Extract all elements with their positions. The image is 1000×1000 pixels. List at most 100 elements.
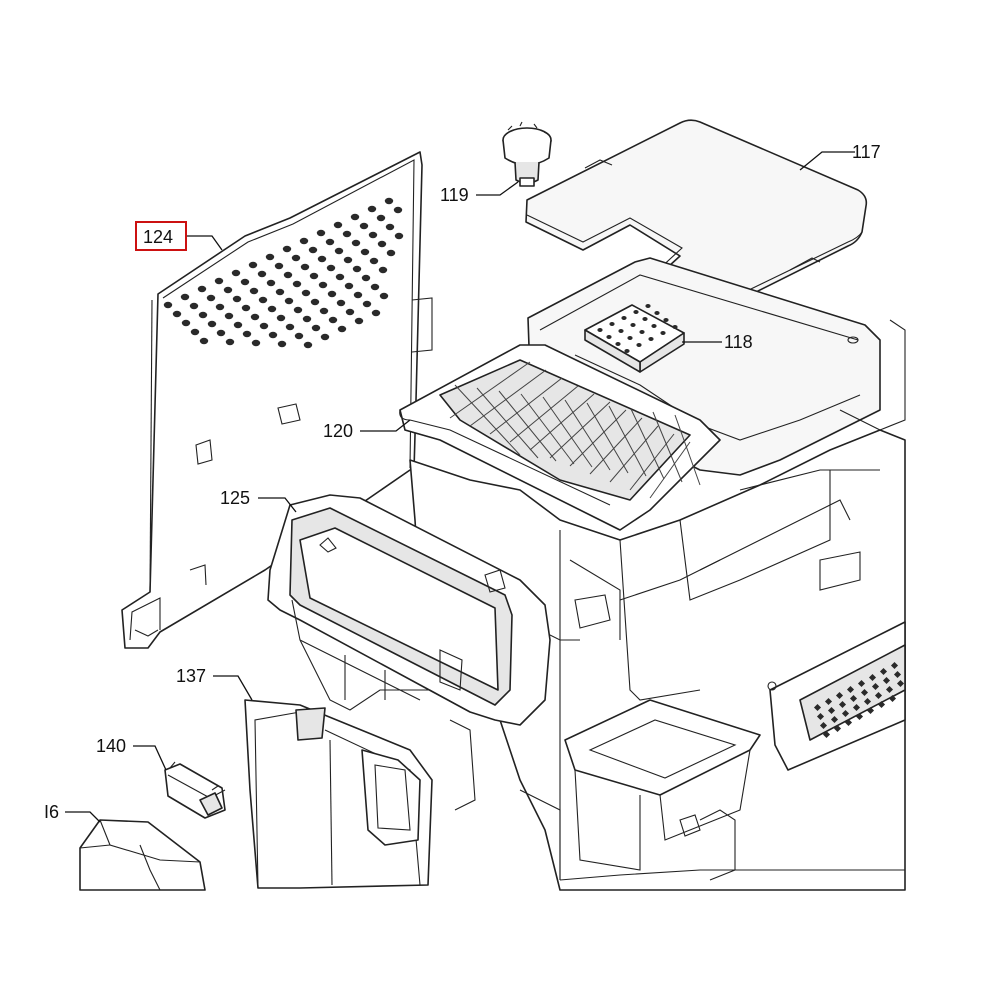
panel-hole [350,213,360,221]
panel-hole [327,290,337,298]
grille-hole [860,688,869,697]
grille-hole [849,694,858,703]
grid-hole [654,311,660,315]
panel-hole [367,205,377,213]
grid-line [520,393,575,465]
grille-hole [882,676,891,685]
grid-line [489,377,563,435]
panel-hole [172,310,182,318]
panel-perforation-holes [163,197,404,349]
grille-hole [885,685,894,694]
panel-hole [198,311,208,319]
panel-hole [371,309,381,317]
part-140-switch [164,761,226,819]
panel-hole [250,313,260,321]
grille-hole [827,706,836,715]
panel-hole [370,283,380,291]
grille-hole [874,691,883,700]
panel-hole [206,294,216,302]
grille-hole [888,694,897,703]
panel-hole [351,239,361,247]
panel-hole [197,285,207,293]
callout-labels: 117 118 119 120 124 125 137 140 I6 [44,142,881,822]
grid-hole [597,328,603,332]
part-116-bin [79,819,206,891]
grille-hole [893,670,902,679]
grille-hole [890,661,899,670]
panel-hole [336,299,346,307]
grille-hole [852,703,861,712]
grid-hole [633,310,639,314]
panel-hole [232,295,242,303]
grille-hole [855,712,864,721]
callout-125: 125 [220,488,250,508]
panel-hole [384,197,394,205]
panel-hole [325,238,335,246]
grid-line [652,411,683,483]
main-housing [399,257,906,891]
panel-hole [181,319,191,327]
panel-hole [215,303,225,311]
callout-120: 120 [323,421,353,441]
panel-hole [241,304,251,312]
panel-hole [344,282,354,290]
panel-hole [379,292,389,300]
grid-hole [624,349,630,353]
panel-hole [216,329,226,337]
panel-hole [361,274,371,282]
panel-hole [333,221,343,229]
callout-116: I6 [44,802,59,822]
grille-hole [838,700,847,709]
grille-hole [868,673,877,682]
callout-117: 117 [852,142,881,162]
panel-hole [267,305,277,313]
panel-hole [190,328,200,336]
panel-hole [300,263,310,271]
panel-hole [274,262,284,270]
part-119-knob [502,121,552,187]
panel-hole [385,223,395,231]
panel-hole [328,316,338,324]
panel-hole [354,317,364,325]
grid-pattern [449,361,701,499]
callout-137: 137 [176,666,206,686]
grille-hole [879,667,888,676]
part-125-front-frame [267,494,551,811]
panel-hole [223,286,233,294]
grid-hole [672,325,678,329]
panel-hole [376,214,386,222]
panel-hole [248,261,258,269]
grid-line [630,408,665,480]
panel-hole [302,315,312,323]
grid-hole [660,331,666,335]
panel-hole [334,247,344,255]
grille-hole [835,691,844,700]
grid-hole [648,337,654,341]
grid-line [608,405,647,477]
panel-hole [335,273,345,281]
grille-hole [844,718,853,727]
grid-line [609,425,659,483]
panel-hole [199,337,209,345]
grid-line [542,396,593,468]
panel-hole [360,248,370,256]
grille-hole [866,706,875,715]
panel-hole [377,240,387,248]
panel-hole [293,306,303,314]
panel-hole [225,338,235,346]
grid-line [564,399,611,471]
panel-hole [282,245,292,253]
panel-hole [240,278,250,286]
grid-line [498,390,557,462]
grid-hole [618,329,624,333]
grille-hole [841,709,850,718]
panel-hole [337,325,347,333]
panel-hole [258,296,268,304]
panel-hole [318,281,328,289]
panel-hole [276,314,286,322]
grid-hole [630,323,636,327]
panel-hole [352,265,362,273]
panel-hole [283,271,293,279]
grid-line [549,401,611,459]
grille-hole [822,730,831,739]
